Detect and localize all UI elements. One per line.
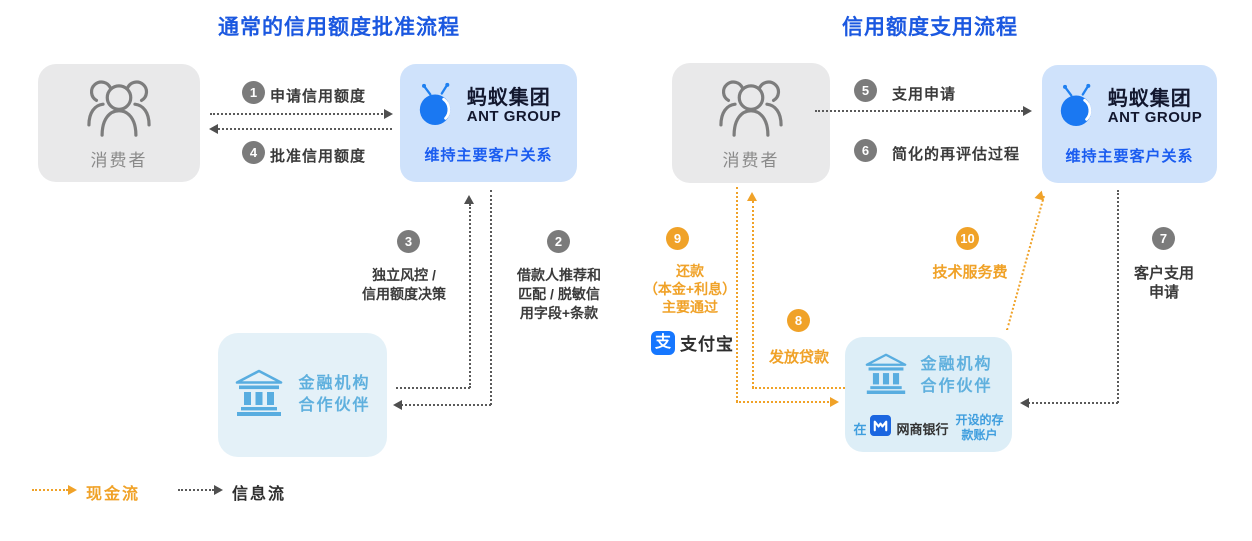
left-financial-partner-box: 金融机构 合作伙伴 (218, 333, 387, 457)
arrow-right-head (830, 397, 839, 407)
arrow-left-head (393, 400, 402, 410)
step-8-badge: 8 (787, 309, 810, 332)
right-flow-title: 信用额度支用流程 (842, 16, 1018, 39)
bank-icon (234, 369, 284, 421)
step-9-badge: 9 (666, 227, 689, 250)
ant-group-caption: 维持主要客户关系 (1065, 148, 1194, 165)
arrow-right-head (384, 109, 393, 119)
mybank-label: 网商银行 (896, 421, 949, 437)
connector-repayment-vertical (736, 187, 738, 402)
ant-group-name-cn: 蚂蚁集团 (466, 87, 551, 110)
step-9-label: 还款 （本金+利息） 主要通过 (628, 262, 752, 316)
step-9-label-line2: （本金+利息） (643, 281, 737, 297)
legend-cash-flow-label: 现金流 (86, 486, 141, 503)
connector-loan-vertical (752, 201, 754, 388)
connector-fee-diagonal (1006, 195, 1045, 331)
arrow-left-head (209, 124, 218, 134)
people-group-icon (81, 76, 157, 143)
step-6-badge: 6 (854, 139, 877, 162)
step-3-badge: 3 (397, 230, 420, 253)
arrow-approve-credit (218, 128, 392, 130)
arrow-left-head (1020, 398, 1029, 408)
arrow-drawdown-apply (815, 110, 1023, 112)
alipay-label: 支付宝 (680, 335, 734, 354)
connector-step2-vertical (490, 190, 492, 405)
step-7-label: 客户支用 申请 (1121, 264, 1207, 302)
ant-logo-icon (1057, 82, 1099, 133)
legend-info-flow-arrowhead (214, 485, 223, 495)
legend-info-flow-label: 信息流 (232, 486, 287, 503)
step-2-label-line2: 匹配 / 脱敏信 (518, 286, 600, 302)
arrow-right-head (1023, 106, 1032, 116)
fin-partner-line2: 合作伙伴 (920, 378, 993, 395)
right-consumer-box: 消费者 (672, 63, 830, 183)
step-4-label: 批准信用额度 (270, 148, 367, 165)
connector-step7-vertical (1117, 190, 1119, 403)
step-6-label: 简化的再评估过程 (892, 146, 1021, 163)
step-3-label-line1: 独立风控 / (372, 267, 436, 283)
step-8-label: 发放贷款 (768, 349, 829, 366)
step-10-label: 技术服务费 (932, 264, 1008, 281)
account-text: 开设的存 款账户 (956, 413, 1004, 443)
right-financial-partner-label: 金融机构 合作伙伴 (920, 354, 992, 398)
legend-cash-flow-arrowhead (68, 485, 77, 495)
arrow-apply-credit (210, 113, 386, 115)
right-financial-partner-box: 金融机构 合作伙伴 在 网商银行 开设的存 款账户 (845, 337, 1012, 452)
step-2-label: 借款人推荐和 匹配 / 脱敏信 用字段+条款 (502, 266, 616, 323)
account-text-line2: 款账户 (961, 428, 998, 442)
right-ant-group-box: 蚂蚁集团 ANT GROUP 维持主要客户关系 (1042, 65, 1217, 183)
account-text-line1: 开设的存 (955, 413, 1004, 427)
left-consumer-label: 消费者 (90, 150, 148, 170)
left-financial-partner-label: 金融机构 合作伙伴 (298, 373, 370, 417)
connector-step2-horizontal (401, 404, 491, 406)
step-9-label-line3: 主要通过 (662, 299, 718, 315)
connector-step3-horizontal (396, 387, 470, 389)
arrow-up-head (464, 195, 474, 204)
ant-group-caption: 维持主要客户关系 (424, 147, 553, 164)
step-2-label-line3: 用字段+条款 (519, 305, 599, 321)
step-2-badge: 2 (547, 230, 570, 253)
legend-info-flow-line (178, 489, 214, 491)
step-5-label: 支用申请 (892, 86, 957, 103)
fin-partner-line1: 金融机构 (920, 356, 993, 373)
left-flow-title: 通常的信用额度批准流程 (218, 16, 460, 39)
mybank-icon (870, 415, 892, 441)
arrow-up-right-head (1034, 189, 1047, 201)
step-9-label-line1: 还款 (676, 263, 704, 279)
step-7-label-line1: 客户支用 (1133, 265, 1194, 282)
bank-icon (864, 353, 908, 399)
step-1-label: 申请信用额度 (270, 88, 367, 105)
step-1-badge: 1 (242, 81, 265, 104)
step-7-label-line2: 申请 (1148, 284, 1179, 301)
step-3-label: 独立风控 / 信用额度决策 (346, 266, 462, 304)
right-consumer-label: 消费者 (722, 150, 780, 170)
left-ant-group-box: 蚂蚁集团 ANT GROUP 维持主要客户关系 (400, 64, 577, 182)
step-4-badge: 4 (242, 141, 265, 164)
connector-repayment-horizontal (736, 401, 832, 403)
ant-group-name-en: ANT GROUP (1107, 109, 1203, 127)
connector-step7-horizontal (1028, 402, 1118, 404)
alipay-logo: 支 支付宝 (651, 330, 734, 355)
fin-partner-line1: 金融机构 (298, 375, 371, 392)
step-7-badge: 7 (1152, 227, 1175, 250)
ant-group-name-cn: 蚂蚁集团 (1107, 88, 1192, 111)
step-2-label-line1: 借款人推荐和 (517, 267, 601, 283)
fin-partner-line2: 合作伙伴 (298, 397, 371, 414)
ant-logo-icon (416, 81, 458, 132)
account-prefix: 在 (853, 421, 867, 437)
people-group-icon (713, 76, 789, 143)
step-3-label-line2: 信用额度决策 (362, 286, 446, 302)
connector-loan-horizontal (752, 387, 845, 389)
step-5-badge: 5 (854, 79, 877, 102)
ant-group-name-en: ANT GROUP (466, 108, 562, 126)
left-consumer-box: 消费者 (38, 64, 200, 182)
connector-step3-vertical (469, 204, 471, 388)
legend-cash-flow-line (32, 489, 68, 491)
arrow-up-head (747, 192, 757, 201)
step-10-badge: 10 (956, 227, 979, 250)
alipay-icon: 支 (651, 330, 675, 355)
